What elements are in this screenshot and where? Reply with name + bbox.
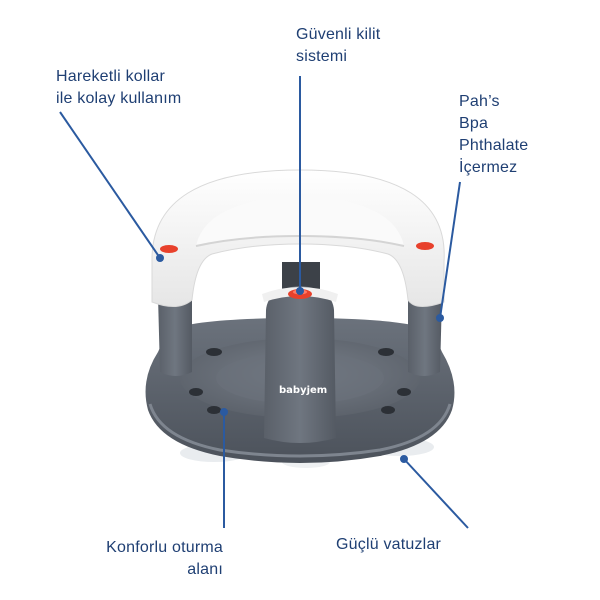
callout-safety-lock: Güvenli kilit sistemi (296, 24, 380, 68)
callout-comfortable-seat: Konforlu oturma alanı (76, 537, 223, 581)
handle-button-left (160, 245, 178, 253)
callout-dots (156, 254, 444, 463)
callout-text: Güvenli kilit (296, 26, 381, 43)
callout-text: Pah’s (459, 93, 500, 110)
callout-text: ile kolay kullanım (56, 90, 182, 107)
callout-movable-handles: Hareketli kollar ile kolay kullanım (56, 66, 181, 110)
callout-text: İçermez (459, 159, 518, 176)
callout-text: alanı (187, 561, 223, 578)
callout-text: sistemi (296, 48, 348, 65)
callout-bpa-free: Pah’s Bpa Phthalate İçermez (459, 91, 528, 179)
callout-text: Hareketli kollar (56, 68, 166, 85)
center-post (264, 286, 336, 443)
callout-suction-cups: Güçlü vatuzlar (336, 534, 441, 556)
callout-lines (59, 76, 469, 529)
callout-text: Phthalate (459, 137, 529, 154)
callout-text: Bpa (459, 115, 489, 132)
callout-text: Güçlü vatuzlar (336, 536, 442, 553)
callout-text: Konforlu oturma (106, 539, 223, 556)
handle-button-right (416, 242, 434, 250)
brand-logo: babyjem (279, 385, 327, 396)
